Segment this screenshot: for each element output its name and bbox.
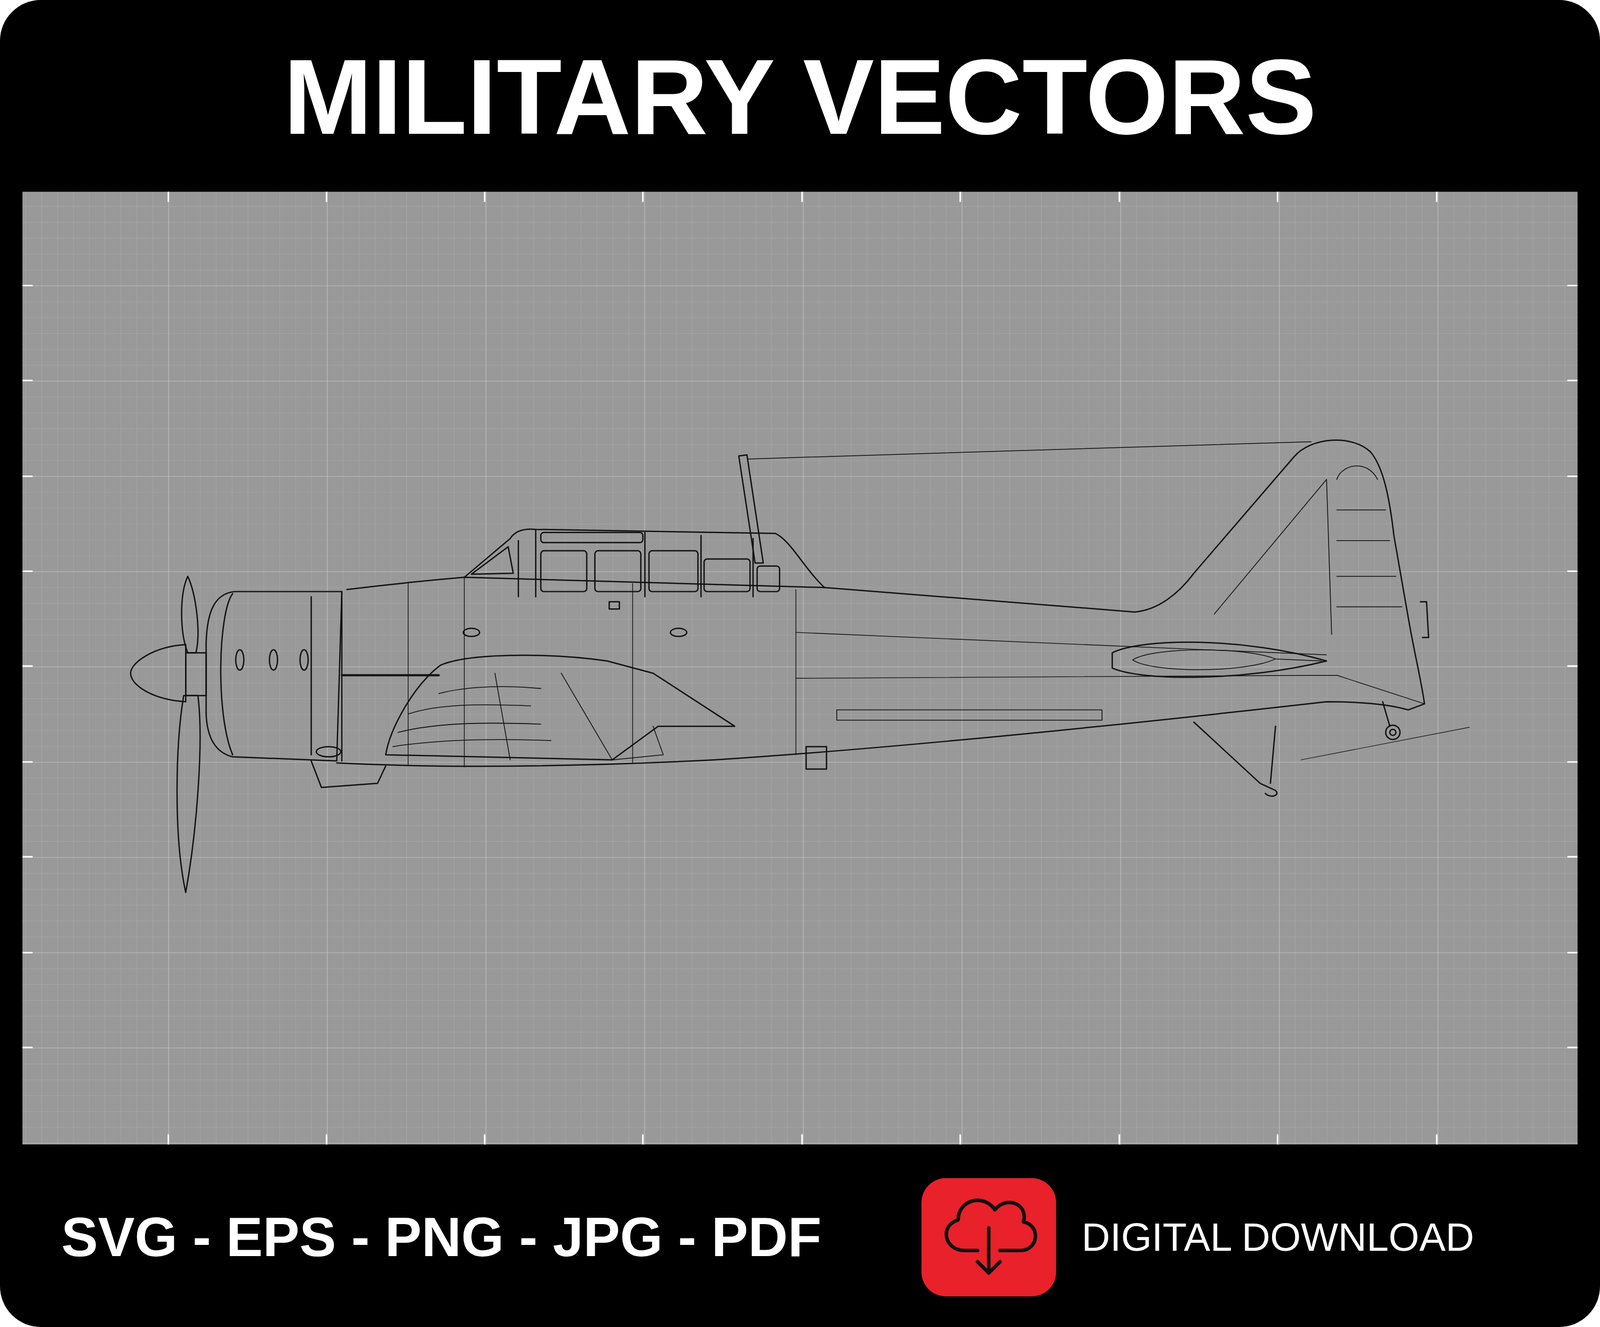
cloud-symbol: [946, 1200, 1036, 1251]
cowling-vent: [300, 650, 309, 671]
wing: [385, 655, 735, 760]
download-icon: [946, 1200, 1036, 1274]
roundel: [1132, 650, 1322, 670]
download-label: DIGITAL DOWNLOAD: [1081, 1213, 1475, 1262]
download-icon-box: [921, 1178, 1057, 1298]
ground-line: [1300, 727, 1470, 760]
minor-grid: [22, 192, 1578, 1146]
rudder-tab: [1420, 602, 1429, 638]
cowling-vent: [235, 650, 244, 671]
canopy-frame: [540, 532, 643, 543]
panel-strip: [836, 710, 1102, 721]
panel-lines: [408, 577, 796, 768]
fin-lines: [1214, 479, 1332, 635]
spinner: [130, 644, 186, 702]
major-grid: [22, 192, 1578, 1146]
page-title: MILITARY VECTORS: [0, 43, 1600, 151]
grid-panel: [22, 192, 1578, 1146]
tick-marks: [22, 192, 1578, 1146]
wing-lines: [494, 673, 664, 761]
fuselage-detail: [609, 602, 620, 610]
canopy-pane: [704, 558, 750, 592]
gear-bracket: [805, 746, 827, 770]
aircraft-drawing: [130, 440, 1470, 893]
tail-wheel-strut: [1382, 701, 1390, 727]
propeller-blade: [177, 696, 200, 893]
tail-wheel-hub: [1389, 729, 1396, 736]
rudder-ribs: [1336, 466, 1402, 607]
cowling-panel-lines: [220, 592, 342, 762]
grid-ticks: [22, 192, 1578, 1146]
propeller-blade: [181, 576, 199, 653]
fuselage-hatch: [463, 628, 480, 637]
windscreen: [471, 546, 514, 575]
propeller-hub: [185, 652, 206, 696]
canopy-pane: [649, 550, 699, 592]
arrow-symbol: [977, 1228, 1000, 1274]
horizontal-stabilizer: [1112, 642, 1327, 678]
fuselage-outline: [336, 440, 1425, 767]
gun-barrel: [341, 674, 439, 677]
arrestor-hook: [1194, 722, 1278, 797]
cowling-vent: [269, 650, 278, 671]
tail-wheel: [1385, 725, 1400, 740]
format-list: SVG - EPS - PNG - JPG - PDF: [61, 1205, 822, 1270]
exhaust: [316, 746, 341, 757]
fuselage-hatch: [670, 628, 687, 637]
wing-lines: [393, 686, 552, 748]
canopy-pane: [757, 566, 780, 592]
cowling: [205, 592, 342, 762]
antenna-mast: [738, 454, 764, 564]
panel-lines: [795, 632, 1425, 704]
canopy-frames: [518, 530, 754, 597]
canopy-pane: [594, 550, 641, 592]
canopy-pane: [540, 550, 587, 592]
antenna-wire: [747, 441, 1311, 460]
